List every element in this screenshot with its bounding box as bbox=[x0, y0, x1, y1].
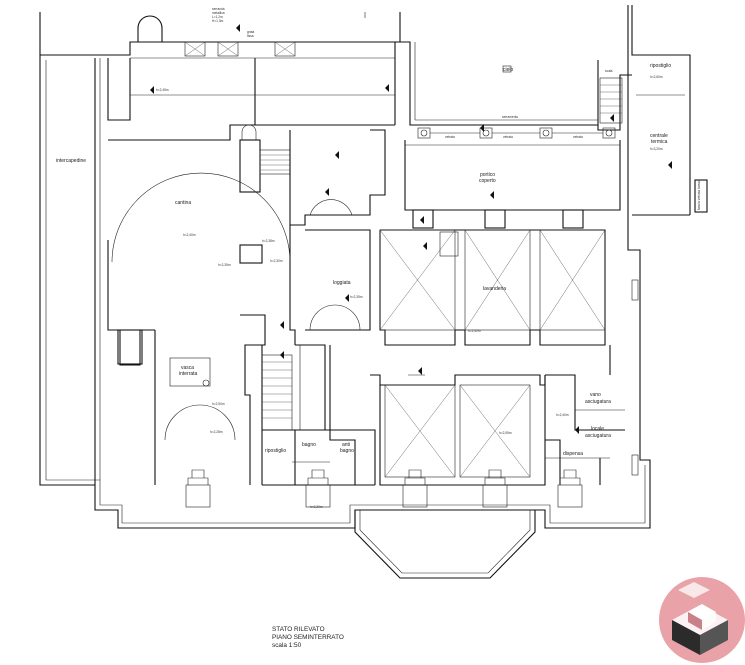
vetrata-label-3: vetrata bbox=[573, 135, 583, 139]
room-loggiata: loggiata bbox=[333, 280, 351, 286]
title-line-1: STATO RILEVATO bbox=[272, 626, 325, 633]
room-vasca-1: vasca bbox=[181, 365, 194, 371]
serramento-label: serramento bbox=[502, 115, 518, 119]
level-label: h=2,50m bbox=[212, 402, 225, 406]
vetrata-label-2: vetrata bbox=[503, 135, 513, 139]
room-centrale-1: centrale bbox=[650, 133, 668, 139]
bay-window bbox=[354, 510, 536, 579]
top-note-3: L=1,2m bbox=[212, 15, 223, 19]
room-vano-2: asciugatura bbox=[585, 399, 611, 405]
room-intercapedine: intercapedine bbox=[56, 158, 86, 164]
top-note-4: H=1,3m bbox=[212, 19, 224, 23]
level-label: h=2,28m bbox=[210, 430, 223, 434]
room-labels: intercapedine cantina vasca interrata lo… bbox=[56, 63, 671, 457]
fascia-label: fascia vetrata bassa bbox=[697, 180, 701, 210]
room-cantina: cantina bbox=[175, 200, 191, 206]
room-ripostiglio-left: ripostiglio bbox=[265, 448, 286, 454]
interior-walls bbox=[94, 15, 708, 508]
level-markers bbox=[150, 24, 672, 434]
level-labels: h=2,45m h=2,40m h=2,38m h=2,35m h=2,30m … bbox=[156, 75, 663, 509]
room-dispensa: dispensa bbox=[563, 451, 583, 457]
room-lavanderia: lavanderia bbox=[483, 286, 506, 292]
vetrata-label-1: vetrata bbox=[445, 135, 455, 139]
top-note-2: metallica bbox=[212, 11, 225, 15]
room-centrale-2: termica bbox=[651, 139, 668, 145]
outer-walls bbox=[39, 5, 691, 529]
top-note-1: serranda bbox=[212, 7, 225, 11]
level-label: h=3,20m bbox=[650, 147, 663, 151]
room-porticato-1: portico bbox=[480, 172, 495, 178]
level-label: h=2,35m bbox=[350, 295, 363, 299]
level-label: h=2,40m bbox=[556, 413, 569, 417]
grate-note-2: fissa bbox=[247, 34, 254, 38]
room-vasca-2: interrata bbox=[179, 371, 198, 377]
room-locale-2: asciugatura bbox=[585, 433, 611, 439]
title-line-3: scala 1:50 bbox=[272, 642, 302, 649]
room-anti-bagno-2: bagno bbox=[340, 448, 354, 454]
room-cielo: cielo bbox=[503, 67, 514, 73]
level-label: h=2,40m bbox=[183, 233, 196, 237]
level-label: h=2,30m bbox=[310, 505, 323, 509]
level-label: h=2,55m bbox=[499, 431, 512, 435]
room-vano-1: vano bbox=[590, 392, 601, 398]
level-label: h=2,38m bbox=[262, 239, 275, 243]
annotations: vetrata vetrata vetrata serramento serra… bbox=[212, 7, 701, 210]
room-bagno: bagno bbox=[302, 442, 316, 448]
room-ripostiglio-right: ripostiglio bbox=[650, 63, 671, 69]
title-block: STATO RILEVATO PIANO SEMINTERRATO scala … bbox=[272, 626, 344, 649]
level-label: h=2,42m bbox=[468, 329, 481, 333]
title-line-2: PIANO SEMINTERRATO bbox=[272, 634, 344, 641]
room-scala: scala bbox=[605, 69, 613, 73]
level-label: h=2,60m bbox=[650, 75, 663, 79]
room-locale-1: locale bbox=[591, 426, 604, 432]
level-label: h=2,45m bbox=[156, 88, 169, 92]
logo bbox=[659, 577, 745, 663]
room-anti-bagno-1: anti bbox=[342, 442, 350, 448]
room-porticato-2: coperto bbox=[479, 178, 496, 184]
south-wells bbox=[185, 469, 583, 508]
grate-note: grata bbox=[247, 30, 254, 34]
level-label: h=2,35m bbox=[218, 263, 231, 267]
level-label: h=2,30m bbox=[270, 259, 283, 263]
